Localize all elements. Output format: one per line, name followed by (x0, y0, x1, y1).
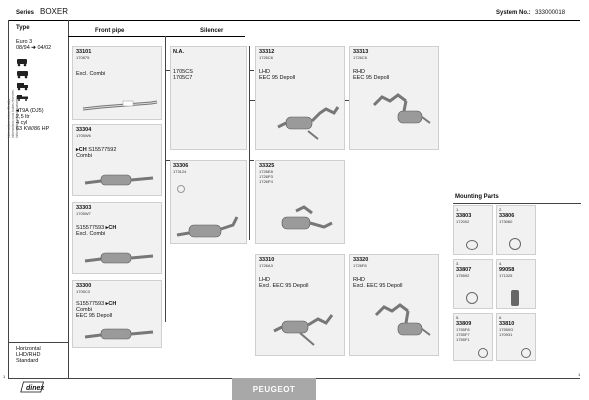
page-number-left: 1 (3, 374, 6, 379)
rubber-mount-icon (478, 348, 488, 358)
series-value: BOXER (40, 7, 69, 16)
arrow-right-icon: ➔ (31, 45, 36, 51)
rear-pipe-image (374, 303, 431, 336)
mounting-item-6[interactable]: 6. 33810 17550G 170931 (496, 313, 536, 361)
column-front-pipe: Front pipe (95, 28, 125, 34)
gasket-icon (509, 238, 521, 250)
brand-bar: PEUGEOT (232, 378, 316, 400)
dinex-logo: dinex (20, 380, 46, 394)
rear-pipe-image (277, 106, 340, 140)
part-card-33306[interactable]: 33306 173124 (170, 160, 247, 244)
part-card-33300[interactable]: 33300 1705C0 S15577593 ▸CH Combi EEC 95 … (72, 280, 162, 348)
mounting-item-2[interactable]: 2. 33806 173060 (496, 205, 536, 255)
rubber-mount-icon (521, 348, 531, 358)
rear-pipe-image (372, 93, 431, 124)
pickup-icon (17, 95, 28, 101)
silencer-divider (249, 46, 250, 240)
series-label: Series (16, 10, 35, 16)
rear-silencer-image (176, 216, 239, 238)
front-pipe-rule (68, 36, 165, 37)
footer-line-2: LHD/RHD (16, 352, 41, 358)
part-card-33312[interactable]: 33312 1726C6 LHD EEC 95 Depoll (255, 46, 345, 150)
connector (249, 160, 254, 161)
mounting-item-5[interactable]: 5. 33809 1755F8 1755F7 1755F1 (453, 313, 493, 361)
displacement: 2,5 ltr (16, 114, 30, 120)
connector (165, 160, 170, 161)
euro-norm: Euro 3 (16, 39, 33, 45)
engine-code: ◂T9A (DJ5) (16, 108, 44, 114)
header-rule (8, 20, 580, 21)
combi-icon: ▸CH (105, 301, 117, 307)
gasket-icon (466, 292, 478, 304)
gasket-icon (177, 185, 185, 193)
part-card-33304[interactable]: 33304 1705W6 ▸CH S15577592 Combi (72, 124, 162, 196)
bolt-icon (511, 290, 519, 306)
system-label: System No.: (496, 10, 531, 16)
clamp-icon (466, 240, 478, 250)
part-card-33101[interactable]: 33101 170875 Excl. Combi (72, 46, 162, 120)
front-pipe-divider (165, 36, 166, 322)
column-silencer: Silencer (200, 28, 224, 34)
silencer-image (84, 252, 154, 264)
svg-text:dinex: dinex (26, 385, 45, 392)
sidebar-footer-rule (8, 342, 68, 343)
part-card-na[interactable]: N.A. 1705CS 1705C7 (170, 46, 247, 150)
rear-pipe-image (281, 205, 333, 230)
date-range: 08/94 ➔ 04/02 (16, 45, 52, 51)
silencer-rule (165, 36, 245, 37)
footer-line-3: Standard (16, 358, 39, 364)
mounting-item-1[interactable]: 1. 33803 172002 (453, 205, 493, 255)
truck-icon (17, 83, 28, 91)
connector (249, 70, 254, 71)
combi-icon: ▸CH (76, 147, 87, 153)
engine-icon: ◂ (16, 108, 19, 114)
page-number-right: 1 (578, 372, 581, 377)
part-card-33310[interactable]: 33310 1726A3 LHD Excl. EEC 95 Depoll (255, 254, 345, 356)
minibus-icon (17, 71, 28, 79)
connector (165, 70, 170, 71)
silencer-image (84, 174, 154, 186)
combi-icon: ▸CH (105, 225, 117, 231)
van-icon (17, 59, 27, 67)
type-label: Type (16, 25, 30, 31)
system-value: 333000018 (535, 10, 566, 16)
part-card-33320[interactable]: 33320 1726F8 RHD Excl. EEC 95 Depoll (349, 254, 439, 356)
part-card-33325[interactable]: 33325 1726E8 1726P3 1726P4 (255, 160, 345, 244)
silencer-image (84, 328, 154, 340)
power: 63 KW/86 HP (16, 126, 50, 132)
vehicle-icons (17, 59, 28, 101)
mounting-rule (453, 203, 581, 204)
footer-line-1: Horizontal (16, 346, 41, 352)
sidebar-right-border (68, 20, 69, 378)
front-pipe-image (82, 100, 158, 111)
rear-pipe-image (273, 314, 334, 346)
mounting-title: Mounting Parts (455, 194, 499, 200)
brand-name: PEUGEOT (252, 384, 296, 394)
part-card-33313[interactable]: 33313 1726C6 RHD EEC 95 Depoll (349, 46, 439, 150)
cylinders: 4 cyl (16, 120, 28, 126)
mounting-item-4[interactable]: 4. 99058 171325 (496, 259, 536, 309)
part-card-33303[interactable]: 33303 1705W7 S15577593 ▸CH Excl. Combi (72, 202, 162, 274)
mounting-item-3[interactable]: 3. 33807 175592 (453, 259, 493, 309)
sidebar-left-border (8, 20, 9, 378)
